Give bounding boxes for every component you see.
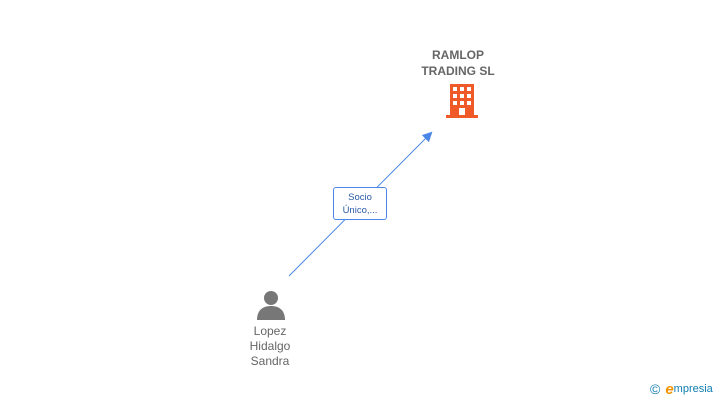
brand-initial: e	[665, 380, 674, 398]
relation-label[interactable]: Socio Único,...	[333, 187, 387, 220]
person-name[interactable]: Lopez Hidalgo Sandra	[249, 324, 291, 368]
person-icon[interactable]	[256, 290, 286, 320]
relation-label-line-2: Único,...	[342, 205, 378, 216]
copyright-icon: ©	[650, 381, 661, 397]
company-name[interactable]: RAMLOP TRADING SL	[421, 48, 495, 78]
brand-logo[interactable]: © e mpresia	[650, 380, 713, 398]
relation-label-line-1: Socio	[348, 192, 372, 203]
brand-name: mpresia	[673, 383, 713, 395]
building-icon[interactable]	[446, 84, 478, 118]
